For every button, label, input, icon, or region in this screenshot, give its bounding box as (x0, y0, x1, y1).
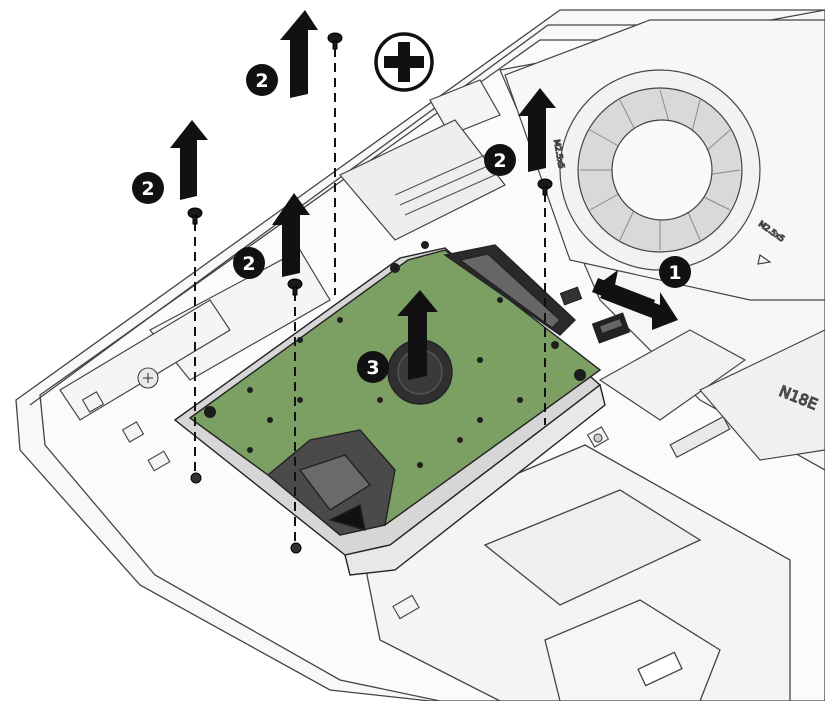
callout-2-left: 2 (132, 172, 164, 204)
screws (187, 32, 553, 554)
connector-strip (669, 415, 731, 459)
fan-assembly: M2.5x5 M2.5x5 (504, 19, 825, 301)
up-arrow-icon (280, 10, 318, 98)
svg-text:1: 1 (668, 262, 681, 284)
chassis-tab-1 (81, 391, 105, 413)
screw-hole (190, 472, 202, 484)
screw-icon (537, 178, 553, 196)
metal-cover-highlight (298, 454, 372, 511)
callout-2-top: 2 (246, 64, 278, 96)
fan-triangle-mark (757, 253, 772, 265)
hard-drive (173, 241, 606, 576)
card-reader (339, 119, 506, 241)
cable-socket (559, 286, 583, 306)
svg-text:2: 2 (141, 178, 154, 200)
callout-2-right: 2 (484, 144, 516, 176)
svg-text:2: 2 (242, 253, 255, 275)
up-arrow-icon (397, 290, 438, 380)
screw-hole (290, 542, 302, 554)
card-reader-pins (394, 154, 496, 216)
screw-icon (287, 278, 303, 296)
lower-bay-recess (483, 489, 702, 606)
callout-3: 3 (357, 351, 389, 383)
svg-text:3: 3 (366, 357, 379, 379)
callout-1: 1 (659, 256, 691, 288)
left-arrow-tip (596, 270, 618, 300)
wlan-card (598, 329, 747, 421)
bottom-slot (637, 651, 683, 687)
up-arrow-icon (272, 193, 310, 277)
memory-slot (699, 329, 825, 461)
screw-icon (327, 32, 343, 50)
fan-hub (611, 119, 713, 221)
screw-guide-lines (194, 48, 546, 545)
chassis-details (81, 367, 610, 620)
hard-drive-side-wall (344, 383, 606, 576)
metal-cover-arrow (328, 503, 366, 531)
svg-text:2: 2 (493, 150, 506, 172)
chassis-tab-3 (147, 450, 171, 472)
bottom-bracket (544, 599, 721, 701)
drive-cable-connector (559, 286, 631, 344)
up-arrow-icon (518, 88, 556, 172)
callouts: 1 2 2 2 2 3 (132, 64, 691, 383)
left-rail (59, 299, 231, 421)
sata-connector-slot (458, 253, 562, 329)
chassis-screw-right (593, 433, 603, 443)
cable-plug-inner (598, 317, 624, 335)
chassis-tab-4 (392, 594, 420, 620)
chassis-tab-2 (121, 421, 145, 443)
screw-icon (187, 207, 203, 225)
phillips-screwdriver-icon (374, 32, 434, 92)
callout-2-middle: 2 (233, 247, 265, 279)
up-arrow-icon (170, 120, 208, 200)
svg-text:2: 2 (255, 70, 268, 92)
usb-port (429, 79, 501, 136)
removal-arrows (170, 10, 678, 380)
